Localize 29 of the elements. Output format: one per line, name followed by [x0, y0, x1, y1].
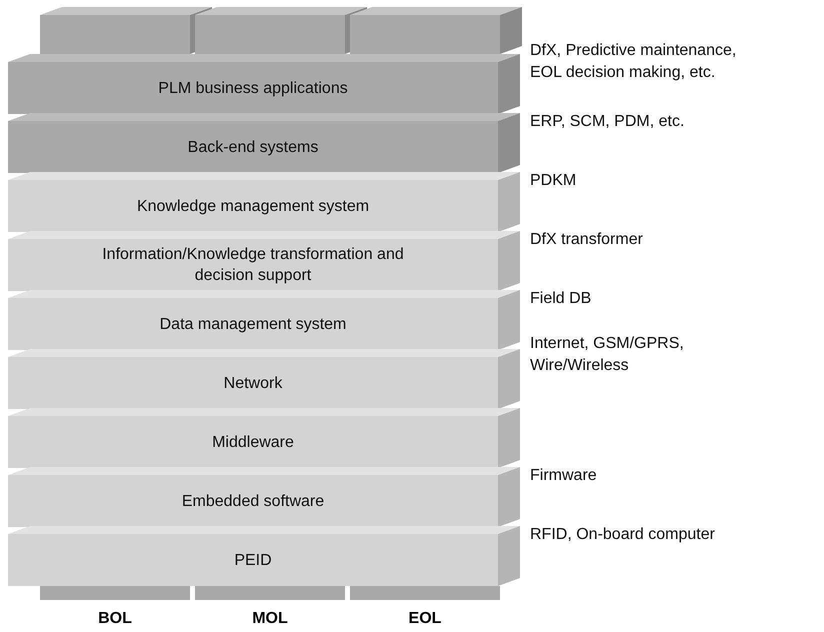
layer-note: ERP, SCM, PDM, etc. [530, 112, 686, 132]
layer-slab [8, 290, 520, 350]
layer-slab [8, 408, 520, 468]
layer-slab [8, 467, 520, 527]
layer-slab [8, 54, 520, 114]
layer-label: Embedded software [182, 492, 324, 512]
layer-label: PEID [234, 550, 272, 570]
layer-slab [8, 349, 520, 409]
layer-slab [8, 526, 520, 586]
layer-note: Firmware [530, 466, 598, 486]
layer-label: Middleware [212, 432, 294, 452]
phase-label: BOL [98, 610, 132, 627]
layer-label: Data management system [160, 314, 346, 334]
phase-label: MOL [252, 610, 288, 627]
phase-label: EOL [408, 610, 442, 627]
layer-label: Information/Knowledge transformation and decision support [101, 245, 405, 286]
layer-slab [8, 172, 520, 232]
layer-label: Knowledge management system [136, 196, 370, 216]
layer-note: Internet, GSM/GPRS, Wire/Wireless [530, 334, 685, 376]
layer-note: DfX, Predictive maintenance, EOL decision making, etc. [530, 41, 738, 83]
layer-note: Field DB [530, 289, 592, 309]
layer-slab [8, 113, 520, 173]
layer-note: DfX transformer [530, 230, 644, 250]
layer-label: PLM business applications [158, 78, 348, 98]
layer-slab [8, 231, 520, 291]
layer-label: Network [224, 374, 282, 394]
layer-label: Back-end systems [188, 138, 318, 158]
layer-note: RFID, On-board computer [530, 525, 716, 545]
layer-note: PDKM [530, 171, 578, 191]
